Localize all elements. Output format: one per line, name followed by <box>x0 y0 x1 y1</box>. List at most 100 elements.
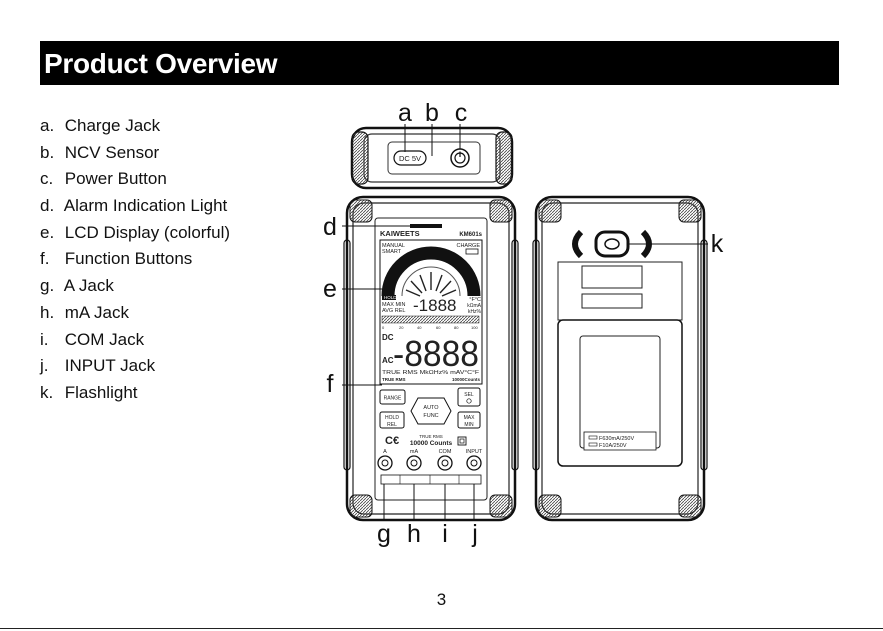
lcd-counts: 10000Counts <box>452 377 481 382</box>
fuse-label <box>583 431 657 451</box>
lcd-charge: CHARGE <box>456 243 480 249</box>
scale-tick: 100 <box>471 325 478 330</box>
jack-label-com: COM <box>439 449 452 455</box>
callout-b: b <box>425 99 439 127</box>
part-item: i. COM Jack <box>40 327 230 354</box>
a-jack[interactable] <box>377 455 393 471</box>
callout-lines <box>342 124 708 520</box>
part-item: e. LCD Display (colorful) <box>40 220 230 247</box>
lcd-hold: HOLD <box>384 295 397 300</box>
callout-k: k <box>711 230 724 258</box>
callout-h: h <box>407 520 421 548</box>
lcd-hz-units: kHz% <box>468 309 482 315</box>
ma-jack[interactable] <box>406 455 422 471</box>
jacks <box>377 455 482 471</box>
lcd-sunburst <box>405 272 457 297</box>
lcd-smart: SMART <box>382 249 402 255</box>
hold-rel-button[interactable] <box>379 411 405 429</box>
fuse-rating-1: F630mA/250V <box>599 436 634 442</box>
part-key: k. <box>40 382 54 402</box>
lcd-small-digits: -1888 <box>413 296 456 315</box>
lcd-units-line: TRUE RMS MkΩHz% mAV°C°F <box>382 370 479 376</box>
part-label: Power Button <box>64 169 167 189</box>
jack-label-a: A <box>383 449 387 455</box>
part-key: b. <box>40 142 55 162</box>
part-label: NCV Sensor <box>64 142 160 162</box>
part-label: COM Jack <box>64 329 145 349</box>
part-item: c. Power Button <box>40 166 230 193</box>
func-label: FUNC <box>423 413 438 419</box>
auto-func-button[interactable] <box>410 397 452 425</box>
lcd-true-rms: TRUE RMS <box>382 377 406 382</box>
battery-icon <box>465 248 479 255</box>
back-view: F630mA/250V F10A/250V <box>532 195 708 522</box>
auto-label: AUTO <box>423 405 439 411</box>
part-label: Alarm Indication Light <box>63 196 228 216</box>
lcd-ac: AC <box>382 356 394 365</box>
flashlight <box>594 230 630 258</box>
front-view: KAIWEETS KM601s MANUAL SMART CHARGE HOLD… <box>343 195 519 522</box>
range-button[interactable] <box>379 389 406 405</box>
jack-label-input: INPUT <box>466 449 483 455</box>
max-min-button[interactable] <box>457 411 481 429</box>
part-label: INPUT Jack <box>64 356 156 376</box>
page-title: Product Overview <box>44 48 278 79</box>
callout-c: c <box>455 99 468 127</box>
part-key: i. <box>40 329 49 349</box>
callout-f: f <box>327 370 334 398</box>
callout-j: j <box>471 520 478 548</box>
parts-list: a. Charge Jack b. NCV Sensor c. Power Bu… <box>40 113 230 407</box>
sel-button-label: SEL <box>464 392 474 398</box>
min-label: MIN <box>464 422 474 428</box>
part-label: Function Buttons <box>64 249 193 269</box>
range-button-label: RANGE <box>384 396 402 402</box>
alarm-light <box>410 224 442 228</box>
callout-e: e <box>323 275 337 303</box>
brand-logo: KAIWEETS <box>380 229 420 238</box>
part-key: g. <box>40 276 55 296</box>
lcd-avgrel: AVG REL <box>382 308 405 314</box>
bottom-rule <box>0 628 883 629</box>
part-item: d. Alarm Indication Light <box>40 193 230 220</box>
rel-label: REL <box>387 422 397 428</box>
lcd-manual: MANUAL <box>382 243 405 249</box>
part-label: A Jack <box>63 276 114 296</box>
part-item: h. mA Jack <box>40 300 230 327</box>
part-label: Flashlight <box>64 382 138 402</box>
callout-g: g <box>377 520 391 548</box>
callout-d: d <box>323 213 337 241</box>
input-jack[interactable] <box>466 455 482 471</box>
true-rms-label: TRUE RMS <box>419 434 443 439</box>
lcd-small-units: kΩmA <box>467 303 481 309</box>
part-label: Charge Jack <box>64 116 161 135</box>
part-key: j. <box>40 356 49 376</box>
lcd-temp-units: °F°C <box>469 297 481 303</box>
callout-i: i <box>442 520 448 548</box>
page-number: 3 <box>436 590 447 609</box>
sel-button[interactable] <box>457 387 481 407</box>
part-key: e. <box>40 222 55 242</box>
charge-jack-label: DC 5V <box>399 154 421 163</box>
part-key: d. <box>40 196 55 216</box>
warning-strip <box>380 474 482 485</box>
title-bar: Product Overview <box>40 41 839 85</box>
part-item: b. NCV Sensor <box>40 140 230 167</box>
scale-tick: 60 <box>436 325 441 330</box>
lcd-dc: DC <box>382 333 394 342</box>
part-item: j. INPUT Jack <box>40 353 230 380</box>
double-insulation-icon <box>457 436 467 446</box>
model-label: KM601s <box>459 232 482 238</box>
scale-tick: 40 <box>417 325 422 330</box>
part-item: g. A Jack <box>40 273 230 300</box>
part-item: k. Flashlight <box>40 380 230 407</box>
part-key: c. <box>40 169 54 189</box>
lcd-main-digits: -8888 <box>393 333 479 374</box>
max-label: MAX <box>464 415 476 421</box>
jack-label-ma: mA <box>410 449 419 455</box>
lcd-maxmin: MAX MIN <box>382 302 406 308</box>
callout-a: a <box>398 99 412 127</box>
lcd-bargraph <box>381 315 480 324</box>
com-jack[interactable] <box>437 455 453 471</box>
part-item: f. Function Buttons <box>40 246 230 273</box>
